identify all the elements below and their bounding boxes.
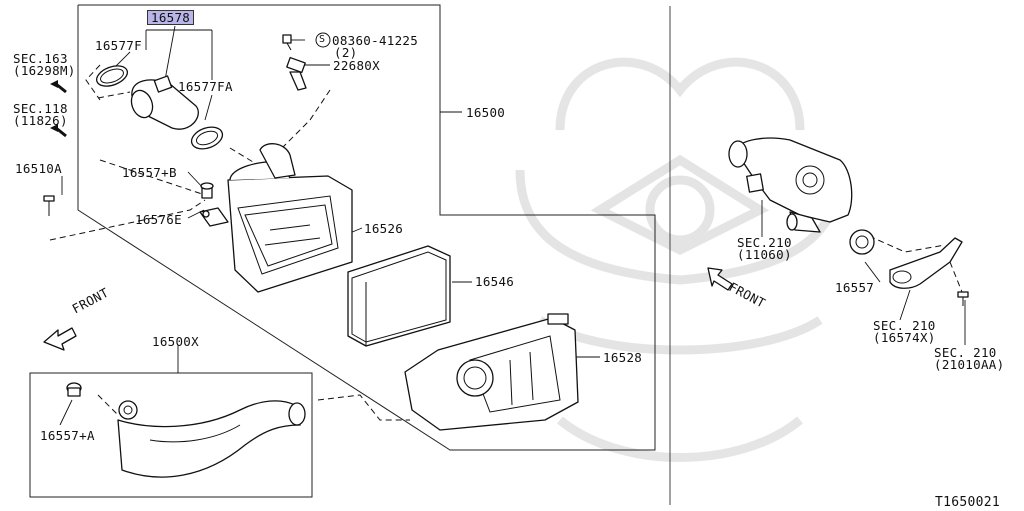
label-16557A[interactable]: 16557+A [40, 428, 95, 443]
clamp-16577F [96, 65, 128, 87]
front-arrow-icon [43, 327, 77, 351]
sec-ref-210-16574X[interactable]: SEC. 210 (16574X) [873, 318, 936, 345]
air-cleaner-body-16528 [404, 313, 579, 431]
bracket-16574X [889, 237, 963, 289]
label-16577FA[interactable]: 16577FA [178, 79, 233, 94]
label-16526[interactable]: 16526 [364, 221, 404, 236]
label-16500[interactable]: 16500 [466, 105, 506, 120]
sec-ref-210-21010AA-line1: SEC. 210 [934, 345, 997, 360]
dashed-connectors [49, 64, 963, 421]
label-16557B[interactable]: 16557+B [122, 165, 177, 180]
label-16528[interactable]: 16528 [603, 350, 643, 365]
air-cleaner-cover-16526 [227, 143, 353, 293]
label-16578[interactable]: 16578 [147, 10, 195, 25]
s-symbol-circle [315, 32, 331, 48]
bolt-08360 [282, 34, 292, 51]
sec-ref-210-16574X-line1: SEC. 210 [873, 318, 936, 333]
label-16577F[interactable]: 16577F [95, 38, 142, 53]
sec-ref-210-21010AA-line2: (21010AA) [934, 357, 1005, 372]
sec-ref-210-21010AA[interactable]: SEC. 210 (21010AA) [934, 345, 1005, 372]
airflow-meter-16578 [130, 75, 199, 130]
grommet-16557B [200, 182, 214, 199]
sec-ref-210-11060-line2: (11060) [737, 247, 792, 262]
front-arrow-icon-right [707, 267, 733, 291]
bolt-16510A [43, 195, 55, 216]
filter-element-16546 [347, 245, 451, 347]
label-bolt-code[interactable]: 08360-41225 [332, 33, 419, 48]
diagram-id: T1650021 [935, 495, 1001, 510]
sec-ref-163-line1: SEC.163 [13, 51, 68, 66]
label-16500X[interactable]: 16500X [152, 334, 199, 349]
sec-ref-163-line2: (16298M) [13, 63, 76, 78]
label-16546[interactable]: 16546 [475, 274, 515, 289]
sensor-22680X [286, 56, 307, 91]
grommet-16557 [849, 229, 875, 255]
water-outlet-housing [728, 137, 853, 233]
bolt-21010AA [957, 291, 969, 306]
s-symbol: S [319, 34, 326, 45]
arrow-sec163 [50, 80, 67, 94]
sec-ref-118-line2: (11826) [13, 113, 68, 128]
sec-ref-210-11060-line1: SEC.210 [737, 235, 792, 250]
sec-ref-118[interactable]: SEC.118 (11826) [13, 101, 68, 128]
arrow-sec118 [50, 124, 67, 138]
assembly-frame-16500X [29, 372, 313, 498]
label-bolt-qty: (2) [334, 45, 358, 60]
label-16576E[interactable]: 16576E [135, 212, 182, 227]
sec-ref-210-16574X-line2: (16574X) [873, 330, 936, 345]
label-22680X[interactable]: 22680X [333, 58, 380, 73]
label-16557[interactable]: 16557 [835, 280, 875, 295]
sec-ref-163[interactable]: SEC.163 (16298M) [13, 51, 76, 78]
sec-ref-118-line1: SEC.118 [13, 101, 68, 116]
label-16510A[interactable]: 16510A [15, 161, 62, 176]
clamp-16577FA [190, 126, 224, 150]
assembly-frame-16500 [77, 4, 656, 451]
grommet-16557A [66, 382, 82, 397]
sec-ref-210-11060[interactable]: SEC.210 (11060) [737, 235, 792, 262]
bracket-16576E [199, 207, 229, 227]
leader-lines [59, 25, 966, 426]
intake-duct-16500X [117, 400, 306, 478]
